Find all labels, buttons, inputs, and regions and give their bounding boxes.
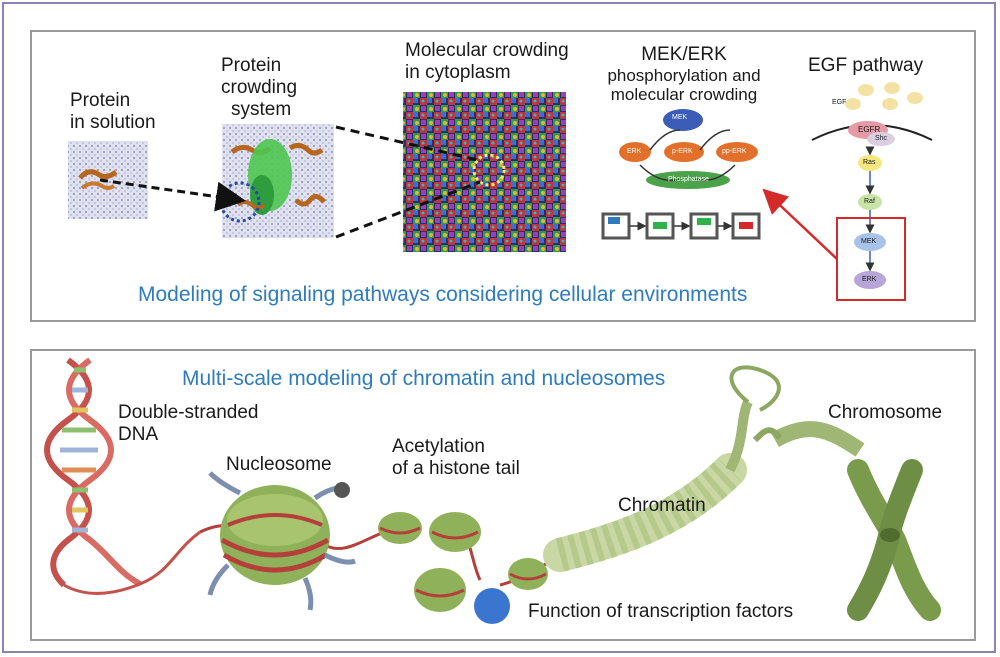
nucleosome-label: Nucleosome — [226, 454, 332, 475]
cytoplasm-image — [403, 92, 566, 252]
highlight-circle — [219, 181, 261, 223]
chromatin-label: Chromatin — [618, 495, 706, 516]
protein-solution-label: Protein in solution — [70, 90, 156, 133]
nucleosome-graphic — [207, 471, 356, 611]
dna-helix — [44, 357, 201, 595]
mek-erk-cycle-steps — [601, 212, 761, 240]
erk-pathway-node: ERK — [862, 276, 877, 283]
dna-label: Double-stranded DNA — [118, 402, 259, 445]
zoom-circle — [472, 153, 506, 187]
chromosome-label: Chromosome — [828, 402, 943, 423]
zoom-line-top — [335, 125, 479, 162]
red-arrow — [762, 188, 838, 260]
mek-node: MEK — [672, 114, 688, 121]
molecular-crowding-label: Molecular crowding in cytoplasm — [405, 40, 569, 83]
protein-crowding-label: Protein crowding system — [221, 55, 298, 120]
chromosome-graphic — [847, 459, 941, 621]
chromatin-fiber — [543, 365, 865, 572]
mek-erk-diagram — [619, 109, 758, 189]
crowded-proteins — [230, 139, 326, 215]
mek-pathway-node: MEK — [861, 238, 877, 245]
acetylated-nucleosomes — [378, 512, 548, 624]
chromatin-caption: Multi-scale modeling of chromatin and nu… — [182, 367, 666, 390]
zoom-line-bottom — [335, 180, 481, 239]
ras-node: Ras — [863, 159, 876, 166]
transcription-label: Function of transcription factors — [528, 601, 794, 622]
egf-text: EGF — [832, 99, 847, 106]
pp-erk-node: pp-ERK — [722, 148, 747, 155]
acetylation-label: Acetylation of a histone tail — [392, 436, 520, 479]
signaling-caption: Modeling of signaling pathways consideri… — [138, 283, 748, 306]
egf-pathway-label: EGF pathway — [808, 55, 924, 76]
mek-erk-label: MEK/ERK phosphorylation and molecular cr… — [607, 44, 761, 104]
p-erk-node: p-ERK — [672, 148, 693, 155]
raf-node: Raf — [864, 198, 875, 205]
egfr-node: EGFR — [858, 125, 881, 134]
shc-node: Shc — [875, 135, 888, 142]
erk-node: ERK — [627, 148, 642, 155]
dashed-arrow — [99, 178, 246, 212]
phosphatase-node: Phosphatase — [668, 176, 709, 183]
egf-pathway-diagram — [811, 82, 933, 301]
protein-icon — [78, 169, 118, 190]
